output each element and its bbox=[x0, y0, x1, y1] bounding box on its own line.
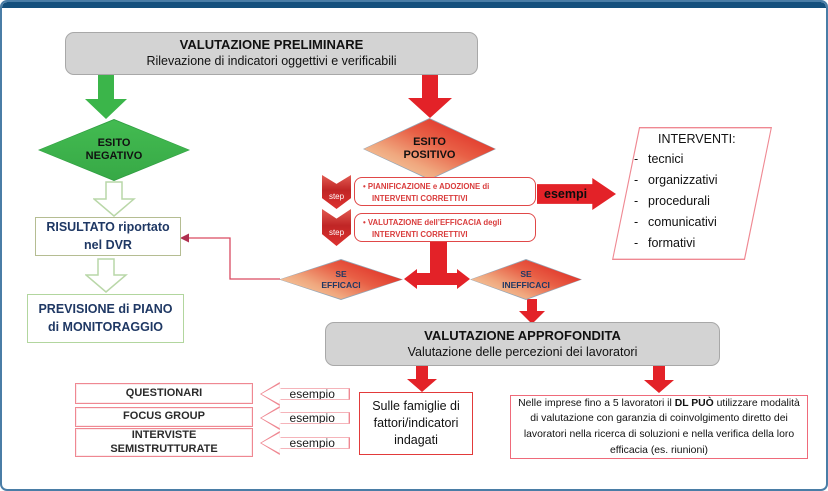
se-efficaci-label: SE EFFICACI bbox=[321, 268, 361, 290]
interviste-label: INTERVISTE SEMISTRUTTURATE bbox=[110, 429, 218, 455]
esito-positivo-label: ESITO POSITIVO bbox=[403, 135, 456, 161]
dash-marker: - bbox=[634, 193, 639, 208]
double-headed-arrow bbox=[404, 242, 470, 289]
esempio-arrow-2: esempio bbox=[260, 406, 350, 430]
questionari-box: QUESTIONARI bbox=[75, 383, 253, 404]
preliminary-assessment-box: VALUTAZIONE PRELIMINARE Rilevazione di i… bbox=[65, 32, 478, 75]
dash-marker: - bbox=[634, 151, 639, 166]
list-item: - procedurali bbox=[614, 190, 770, 211]
small-company-box: Nelle imprese fino a 5 lavoratori il DL … bbox=[510, 395, 808, 459]
interventi-parallelogram bbox=[612, 127, 772, 260]
top-border-bar bbox=[2, 2, 826, 8]
esito-negativo-diamond: ESITO NEGATIVO bbox=[38, 119, 190, 181]
risultato-dvr-label: RISULTATO riportato nel DVR bbox=[46, 220, 170, 252]
se-inefficaci-fill: SE INEFFICACI bbox=[471, 260, 581, 299]
esempio-label-2: esempio bbox=[289, 411, 335, 425]
step1-chevron: step bbox=[322, 175, 351, 209]
esempio-label-1: esempio bbox=[289, 387, 335, 401]
families-box: Sulle famiglie di fattori/indicatori ind… bbox=[359, 392, 473, 455]
se-efficaci-diamond: SE EFFICACI bbox=[279, 259, 403, 300]
small-company-pre: Nelle imprese fino a 5 lavoratori il bbox=[518, 397, 675, 409]
focus-group-box: FOCUS GROUP bbox=[75, 407, 253, 427]
previsione-piano-box: PREVISIONE di PIANO di MONITORAGGIO bbox=[27, 294, 184, 343]
dash-marker: - bbox=[634, 172, 639, 187]
list-item: - organizzativi bbox=[614, 169, 770, 190]
step1-line1: PIANIFICAZIONE e ADOZIONE di bbox=[367, 182, 490, 191]
step1-tag: step bbox=[328, 192, 345, 201]
interventi-item-formativi: formativi bbox=[648, 235, 696, 250]
dash-marker: - bbox=[634, 235, 639, 250]
small-company-post: utilizzare modalità di valutazione con g… bbox=[523, 397, 800, 456]
dash-marker: - bbox=[634, 214, 639, 229]
esempio-arrow-1-fill: esempio bbox=[261, 383, 349, 405]
esito-positivo-fill: ESITO POSITIVO bbox=[364, 119, 495, 179]
step1-line2: INTERVENTI CORRETTIVI bbox=[372, 193, 468, 203]
se-inefficaci-diamond: SE INEFFICACI bbox=[470, 259, 582, 300]
interventi-title: INTERVENTI: bbox=[658, 132, 736, 146]
interviste-box: INTERVISTE SEMISTRUTTURATE bbox=[75, 428, 253, 457]
esempi-arrow: esempi bbox=[537, 178, 616, 210]
risultato-dvr-box: RISULTATO riportato nel DVR bbox=[35, 217, 181, 256]
interventi-item-tecnici: tecnici bbox=[648, 151, 684, 166]
deep-assessment-box: VALUTAZIONE APPROFONDITA Valutazione del… bbox=[325, 322, 720, 366]
questionari-label: QUESTIONARI bbox=[125, 386, 203, 399]
step1-bullet: • bbox=[363, 182, 366, 191]
list-item: - comunicativi bbox=[614, 211, 770, 232]
esito-negativo-label: ESITO NEGATIVO bbox=[85, 136, 143, 162]
red-down-arrow-inefficaci bbox=[519, 299, 545, 324]
step2-line2: INTERVENTI CORRETTIVI bbox=[372, 229, 468, 239]
previsione-piano-label: PREVISIONE di PIANO di MONITORAGGIO bbox=[38, 302, 173, 334]
step2-bullet: • bbox=[363, 218, 366, 227]
small-company-bold: DL PUÒ bbox=[674, 397, 714, 409]
red-down-arrow-top bbox=[408, 75, 452, 118]
deep-assessment-title: VALUTAZIONE APPROFONDITA bbox=[424, 327, 621, 343]
interventi-item-comunicativi: comunicativi bbox=[648, 214, 717, 229]
esito-negativo-fill: ESITO NEGATIVO bbox=[39, 120, 189, 180]
esito-positivo-diamond: ESITO POSITIVO bbox=[363, 118, 496, 180]
list-item: - formativi bbox=[614, 232, 770, 253]
families-label: Sulle famiglie di fattori/indicatori ind… bbox=[372, 399, 460, 447]
green-down-arrow bbox=[85, 75, 127, 119]
se-efficaci-fill: SE EFFICACI bbox=[280, 260, 402, 299]
esempio-arrow-3-fill: esempio bbox=[261, 432, 349, 454]
step1-box: • PIANIFICAZIONE e ADOZIONE di INTERVENT… bbox=[354, 177, 536, 206]
step2-line1: VALUTAZIONE dell’EFFICACIA degli bbox=[367, 218, 502, 227]
red-down-arrow-families bbox=[407, 366, 437, 392]
efficaci-to-dvr-connector bbox=[180, 233, 280, 280]
interventi-item-organizzativi: organizzativi bbox=[648, 172, 718, 187]
se-inefficaci-label: SE INEFFICACI bbox=[502, 268, 550, 290]
small-company-text: Nelle imprese fino a 5 lavoratori il DL … bbox=[515, 396, 803, 458]
interventi-list: INTERVENTI: - tecnici - organizzativi - … bbox=[614, 130, 770, 253]
step2-tag: step bbox=[328, 227, 345, 237]
list-item: - tecnici bbox=[614, 148, 770, 169]
step2-chevron: step bbox=[322, 209, 351, 246]
preliminary-title: VALUTAZIONE PRELIMINARE bbox=[179, 37, 364, 53]
step2-box: • VALUTAZIONE dell’EFFICACIA degli INTER… bbox=[354, 213, 536, 242]
esempi-label: esempi bbox=[544, 187, 588, 201]
esempio-arrow-2-fill: esempio bbox=[261, 407, 349, 429]
red-down-arrow-smallco bbox=[644, 366, 674, 393]
esempio-arrow-1: esempio bbox=[260, 382, 350, 406]
esempio-arrow-3: esempio bbox=[260, 431, 350, 455]
interventi-fill bbox=[613, 128, 771, 259]
preliminary-subtitle: Rilevazione di indicatori oggettivi e ve… bbox=[146, 54, 397, 69]
outline-down-arrow-1 bbox=[93, 181, 136, 217]
deep-assessment-subtitle: Valutazione delle percezioni dei lavorat… bbox=[407, 344, 638, 359]
interventi-item-procedurali: procedurali bbox=[648, 193, 710, 208]
outline-down-arrow-2 bbox=[85, 258, 128, 293]
esempio-label-3: esempio bbox=[289, 436, 335, 450]
focus-group-label: FOCUS GROUP bbox=[123, 410, 205, 423]
